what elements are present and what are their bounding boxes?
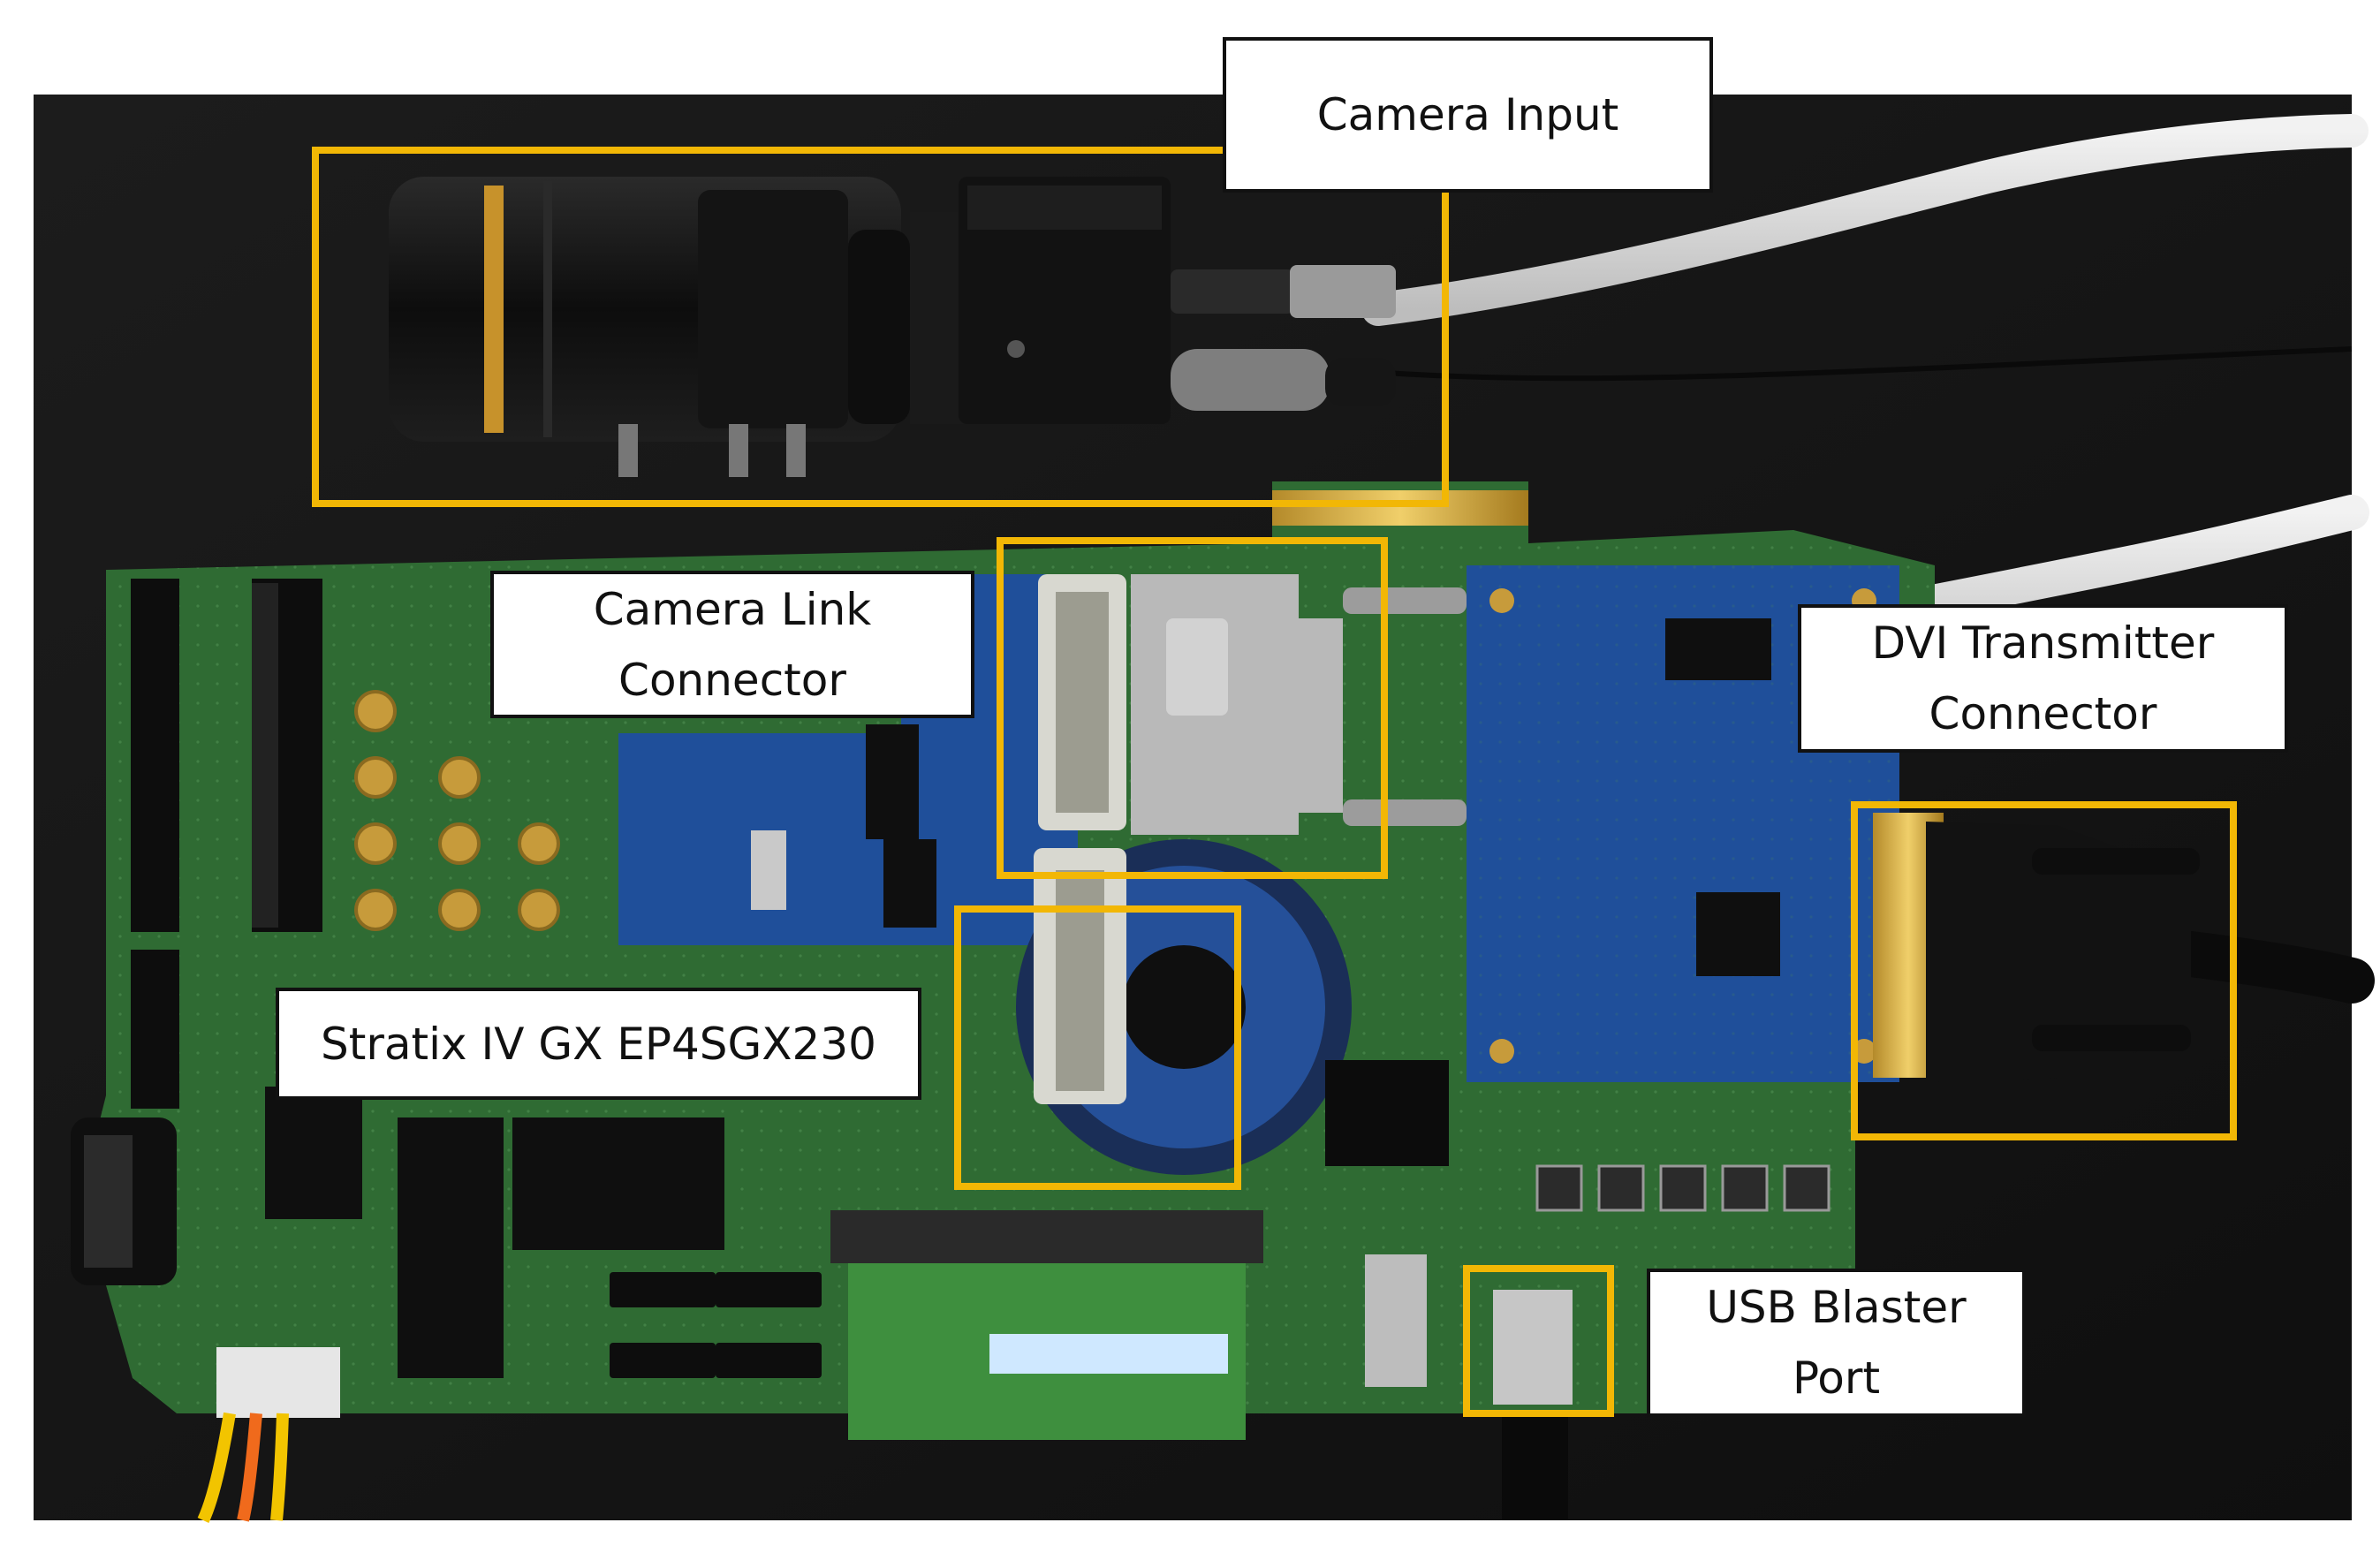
label-camera-link-connector: Camera Link Connector [490, 571, 974, 718]
dvi-cable [2168, 931, 2375, 1004]
highlight-dvi-connector [1851, 801, 2237, 1140]
camera-assembly [389, 177, 1396, 477]
power-modules [265, 1087, 724, 1378]
left-headers [131, 579, 322, 1109]
highlight-fpga-connector [954, 905, 1241, 1190]
sata-ports [610, 1272, 822, 1378]
ddr2-ram [830, 1210, 1263, 1440]
push-buttons [1535, 1164, 1830, 1212]
thin-black-cable [1360, 346, 2353, 382]
vga-and-power [71, 1117, 340, 1524]
rj45-and-usb [1365, 1254, 1573, 1520]
sma-connectors [354, 690, 560, 931]
highlight-camera-link-connector [997, 537, 1388, 879]
pcie-gold-fingers [1272, 490, 1528, 526]
label-stratix-fpga: Stratix IV GX EP4SGX230 [276, 988, 921, 1100]
highlight-camera-input [312, 147, 1449, 507]
label-usb-blaster-port: USB Blaster Port [1647, 1269, 2026, 1417]
dvi-connector [1873, 813, 2200, 1082]
label-camera-input: Camera Input [1223, 37, 1713, 193]
fpga-heatsink-chip [1325, 1060, 1449, 1166]
label-dvi-transmitter-connector: DVI Transmitter Connector [1798, 604, 2288, 753]
highlight-usb-blaster [1463, 1265, 1614, 1417]
camera-cable [1361, 114, 2369, 326]
